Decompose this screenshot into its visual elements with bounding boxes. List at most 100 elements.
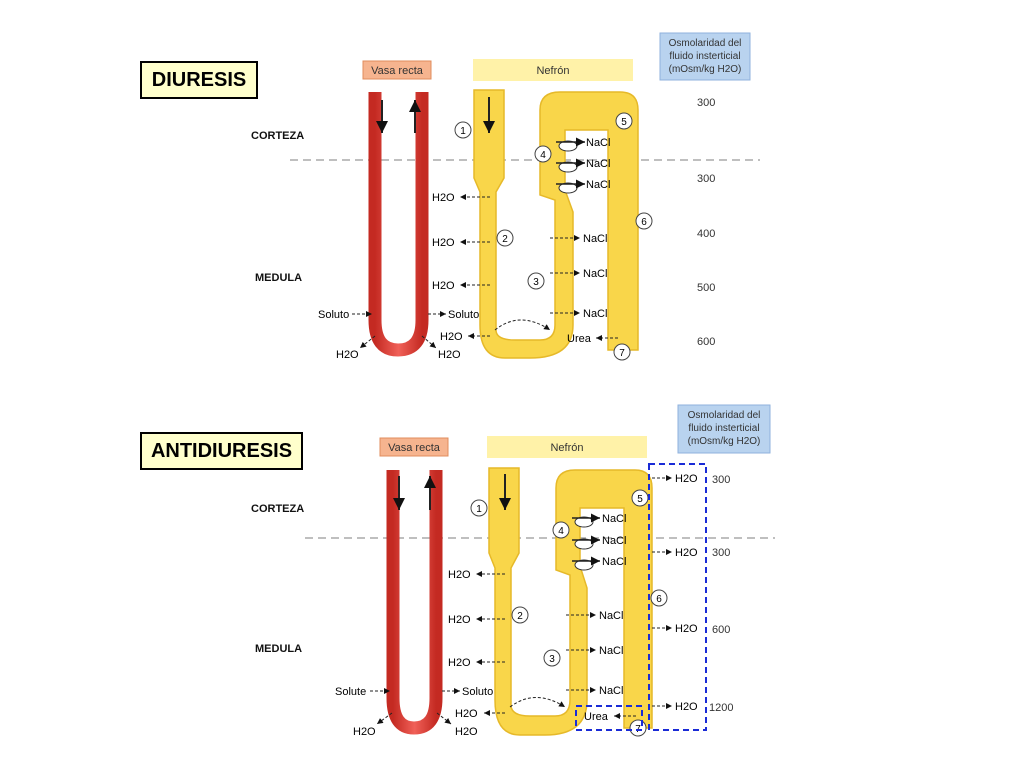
urea-highlight-box	[575, 705, 643, 731]
segment-number-5-b: 5	[631, 489, 649, 507]
svg-text:2: 2	[502, 234, 508, 245]
segment-number-4: 4	[534, 145, 552, 163]
svg-text:NaCl: NaCl	[599, 685, 623, 697]
svg-text:NaCl: NaCl	[599, 610, 623, 622]
nacl-pump-1: NaCl	[556, 137, 610, 152]
h2o-collecting-4: H2O	[652, 701, 698, 713]
svg-text:H2O: H2O	[432, 280, 455, 292]
h2o-vessel-left-b: H2O	[353, 712, 393, 738]
svg-text:H2O: H2O	[675, 701, 698, 713]
svg-text:H2O: H2O	[448, 657, 471, 669]
antidiuresis-medulla-label: MEDULA	[255, 643, 303, 655]
svg-text:Soluto: Soluto	[448, 309, 479, 321]
h2o-vessel-right: H2O	[421, 335, 461, 361]
antidiuresis-title: ANTIDIURESIS	[140, 432, 303, 470]
osm-value-3: 400	[697, 228, 715, 240]
svg-text:5: 5	[621, 117, 627, 128]
osmolarity-header-line-2: fluido insterticial	[669, 51, 740, 62]
vasa-recta-header-text-2: Vasa recta	[388, 442, 441, 454]
svg-text:6: 6	[656, 594, 662, 605]
osm-value-1: 300	[697, 97, 715, 109]
nacl-pump-1-b: NaCl	[572, 513, 626, 528]
h2o-out-4: H2O	[440, 331, 490, 343]
h2o-collecting-1: H2O	[652, 473, 698, 485]
urea-recycle-arrow	[494, 319, 551, 331]
segment-number-7-b: 7	[629, 719, 647, 737]
svg-text:NaCl: NaCl	[586, 179, 610, 191]
segment-number-7: 7	[613, 343, 631, 361]
nephron-header-text-2: Nefrón	[550, 442, 583, 454]
osmolarity-header-line-1: Osmolaridad del	[669, 38, 742, 49]
osm-value-4-b: 1200	[709, 702, 733, 714]
nacl-pump-3-b: NaCl	[572, 556, 626, 571]
osm-value-1-b: 300	[712, 474, 730, 486]
svg-text:H2O: H2O	[432, 237, 455, 249]
urea-arrow: Urea	[567, 333, 618, 345]
h2o-out-4-b: H2O	[455, 708, 505, 720]
diuresis-medulla-label: MEDULA	[255, 272, 303, 284]
svg-text:H2O: H2O	[455, 726, 478, 738]
nacl-pump-2: NaCl	[556, 158, 610, 173]
svg-text:H2O: H2O	[675, 547, 698, 559]
solute-from-nephron-b: Soluto	[442, 686, 493, 698]
vasa-recta-loop	[368, 92, 429, 357]
h2o-collecting-2: H2O	[652, 547, 698, 559]
osm-value-2: 300	[697, 173, 715, 185]
svg-text:H2O: H2O	[353, 726, 376, 738]
svg-text:H2O: H2O	[440, 331, 463, 343]
svg-text:4: 4	[558, 526, 564, 537]
segment-number-1-b: 1	[470, 499, 488, 517]
nacl-diffusion-3-b: NaCl	[566, 685, 623, 697]
osmolarity-header-box-2	[677, 404, 771, 454]
h2o-out-1: H2O	[432, 192, 490, 204]
h2o-collecting-3: H2O	[652, 623, 698, 635]
svg-text:1: 1	[460, 126, 466, 137]
svg-text:H2O: H2O	[432, 192, 455, 204]
nacl-diffusion-3: NaCl	[550, 308, 607, 320]
svg-text:Soluto: Soluto	[318, 309, 349, 321]
vasa-recta-loop-2	[386, 470, 443, 735]
solute-in-vessel: Soluto	[318, 309, 372, 321]
segment-number-6-b: 6	[650, 589, 668, 607]
osmolarity-header-line-3: (mOsm/kg H2O)	[669, 64, 742, 75]
svg-text:H2O: H2O	[448, 614, 471, 626]
segment-number-3-b: 3	[543, 649, 561, 667]
segment-number-5: 5	[615, 112, 633, 130]
segment-number-2-b: 2	[511, 606, 529, 624]
svg-text:NaCl: NaCl	[586, 158, 610, 170]
osm-value-2-b: 300	[712, 547, 730, 559]
svg-text:NaCl: NaCl	[583, 308, 607, 320]
svg-text:NaCl: NaCl	[602, 513, 626, 525]
svg-text:NaCl: NaCl	[583, 268, 607, 280]
nephron-tubule-2	[488, 467, 653, 736]
osm-value-4: 500	[697, 282, 715, 294]
svg-text:5: 5	[637, 494, 643, 505]
osm-value-3-b: 600	[712, 624, 730, 636]
nacl-pump-3: NaCl	[556, 179, 610, 194]
nacl-diffusion-1: NaCl	[550, 233, 607, 245]
svg-text:2: 2	[517, 611, 523, 622]
segment-number-1: 1	[454, 121, 472, 139]
segment-number-3: 3	[527, 272, 545, 290]
svg-text:NaCl: NaCl	[599, 645, 623, 657]
vasa-recta-header-box	[362, 60, 432, 80]
svg-text:NaCl: NaCl	[583, 233, 607, 245]
segment-number-6: 6	[635, 212, 653, 230]
solute-in-vessel-b: Solute	[335, 686, 390, 698]
osm-value-5: 600	[697, 336, 715, 348]
svg-text:H2O: H2O	[438, 349, 461, 361]
svg-text:7: 7	[619, 348, 625, 359]
osmolarity-header-box	[659, 32, 751, 81]
svg-text:6: 6	[641, 217, 647, 228]
h2o-out-3-b: H2O	[448, 657, 505, 669]
segment-number-4-b: 4	[552, 521, 570, 539]
nacl-diffusion-2: NaCl	[550, 268, 607, 280]
svg-text:H2O: H2O	[336, 349, 359, 361]
vasa-recta-header-text: Vasa recta	[371, 65, 424, 77]
nephron-header-text: Nefrón	[536, 65, 569, 77]
h2o-out-1-b: H2O	[448, 569, 505, 581]
svg-text:NaCl: NaCl	[586, 137, 610, 149]
solute-from-nephron: Soluto	[428, 309, 479, 321]
